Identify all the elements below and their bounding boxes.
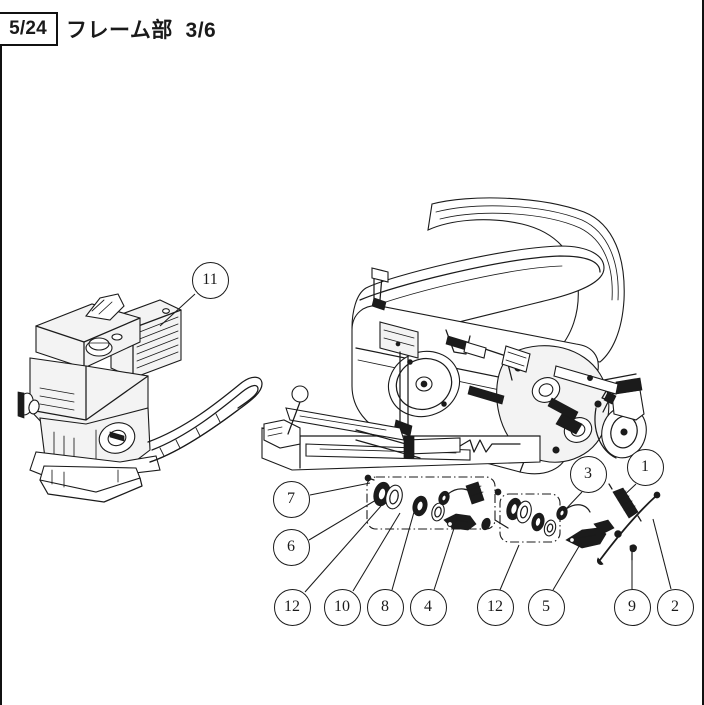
callout-number: 7 (287, 490, 295, 507)
callout-number: 12 (284, 598, 300, 615)
callout-10[interactable]: 10 (323, 588, 361, 626)
exploded-parts (364, 474, 661, 565)
bearing-group-left-box (366, 476, 496, 530)
leader-10 (352, 512, 401, 592)
callout-3[interactable]: 3 (569, 455, 607, 493)
leader-12a (304, 505, 382, 593)
leader-12b (499, 544, 520, 591)
callout-12[interactable]: 12 (273, 588, 311, 626)
engine-mount-rail (29, 451, 161, 503)
frame-border-right (702, 0, 704, 705)
callout-number: 3 (584, 465, 592, 482)
engine-assembly (17, 293, 263, 503)
part-hook-bracket (438, 488, 491, 531)
callout-number: 4 (424, 598, 432, 615)
callout-7[interactable]: 7 (272, 480, 310, 518)
callout-number: 12 (487, 598, 503, 615)
pin-above-left-box (364, 474, 375, 482)
leader-3 (564, 491, 583, 511)
callout-number: 9 (628, 598, 636, 615)
callout-6[interactable]: 6 (272, 528, 310, 566)
leader-11 (159, 293, 196, 327)
leader-5 (552, 542, 582, 591)
callout-number: 6 (287, 538, 295, 555)
engine-handle-loop (147, 376, 263, 463)
frame-border-left (0, 46, 2, 705)
frame-assembly (261, 197, 647, 475)
engine-block (17, 357, 151, 483)
callout-5[interactable]: 5 (527, 588, 565, 626)
part-shaft-bolt (465, 481, 485, 505)
callout-8[interactable]: 8 (366, 588, 404, 626)
engine-fuel-tank (35, 303, 141, 369)
deck-linkage (371, 267, 531, 437)
callout-9[interactable]: 9 (613, 588, 651, 626)
bearing-right-parts (506, 497, 557, 537)
callout-number: 8 (381, 598, 389, 615)
callout-12[interactable]: 12 (476, 588, 514, 626)
callout-1[interactable]: 1 (626, 448, 664, 486)
part-eyebolt (556, 504, 591, 521)
page-title: フレーム部 3/6 (66, 19, 217, 42)
axle-shaft (403, 435, 521, 459)
left-drum-pulley (387, 350, 461, 418)
leader-4 (433, 515, 459, 591)
leader-1 (618, 483, 637, 501)
callout-4[interactable]: 4 (409, 588, 447, 626)
hood-shield (427, 197, 625, 363)
callout-number: 11 (202, 271, 218, 288)
part-spring (608, 483, 642, 522)
part-rod (597, 491, 661, 565)
callout-11[interactable]: 11 (191, 261, 229, 299)
frame-rail-tongue (261, 385, 541, 471)
callout-number: 2 (671, 598, 679, 615)
callout-number: 1 (641, 458, 649, 475)
page-number: 5/24 (9, 18, 47, 39)
callout-leaders (159, 293, 672, 593)
callout-2[interactable]: 2 (656, 588, 694, 626)
leader-2 (652, 518, 672, 590)
page-number-box: 5/24 (0, 12, 58, 46)
leader-8 (391, 511, 415, 591)
leader-7 (309, 482, 371, 496)
callout-number: 10 (334, 598, 350, 615)
bearing-left-parts (373, 481, 509, 529)
callout-number: 5 (542, 598, 550, 615)
part-lever-arm (565, 519, 622, 549)
part-cotter-pin (629, 544, 637, 561)
leader-6 (308, 499, 377, 541)
caster-wheel (594, 373, 647, 459)
